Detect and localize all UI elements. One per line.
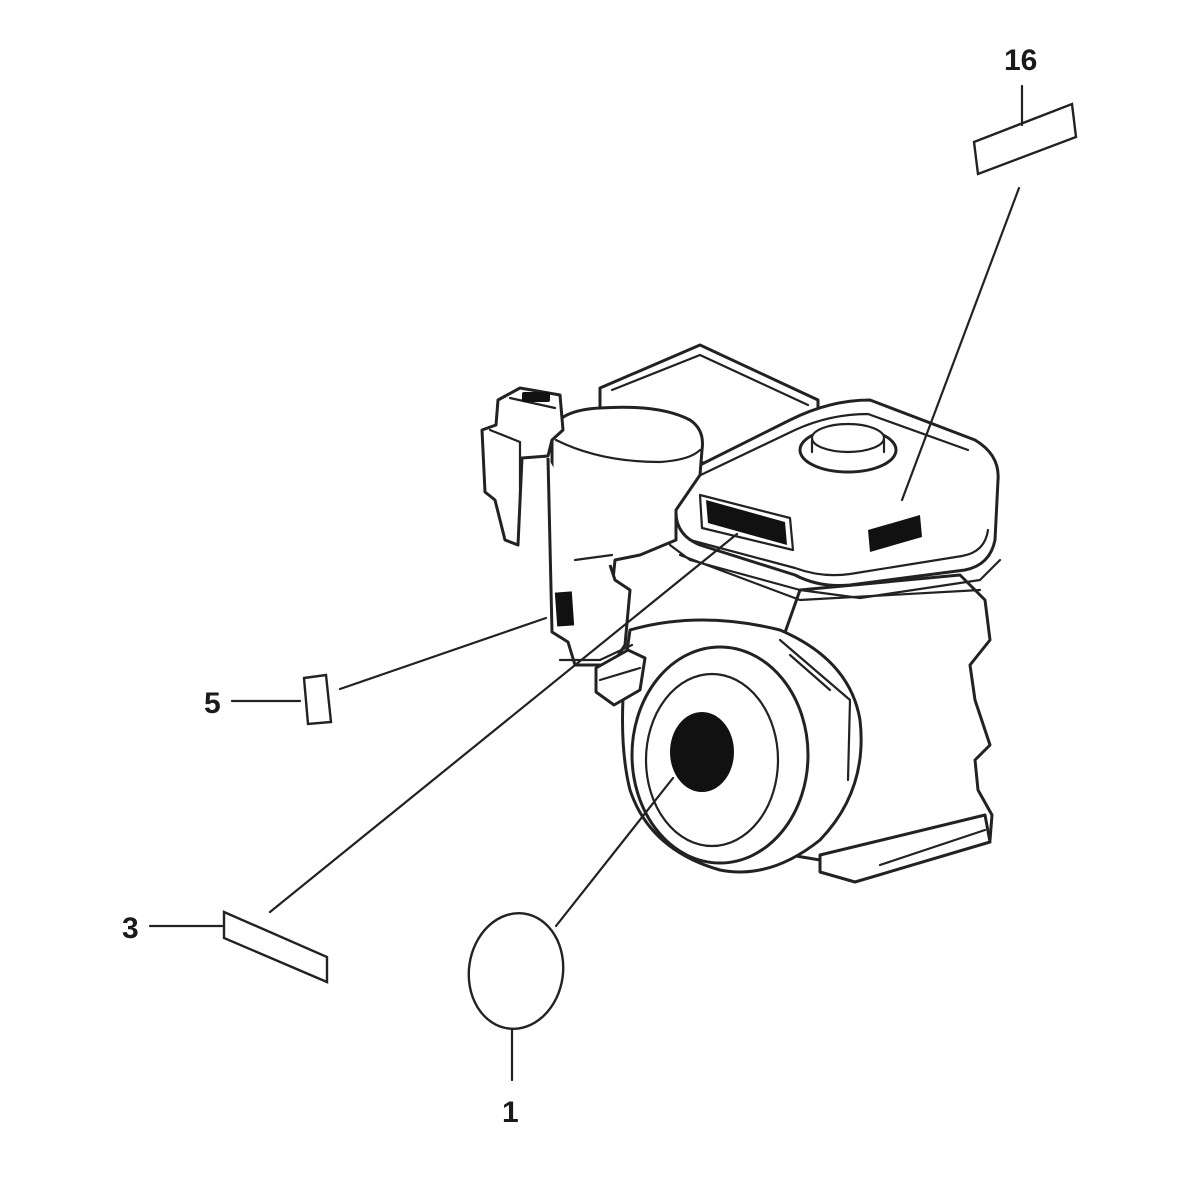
- leader-arrow-16: [900, 186, 1021, 502]
- leader-arrow-1: [554, 776, 675, 928]
- decal-parts: [222, 102, 1078, 1031]
- tank-decal-front: [706, 500, 787, 545]
- fuel-tank: [674, 398, 1000, 587]
- decal-part-5: [302, 673, 333, 726]
- decal-part-3: [222, 910, 329, 984]
- control-bracket: [480, 386, 565, 547]
- callout-1: 1: [502, 1096, 519, 1129]
- leader-arrow-3: [268, 532, 739, 914]
- starter-hub: [670, 712, 734, 792]
- callout-3: 3: [122, 912, 139, 945]
- starter-grip: [594, 648, 647, 707]
- air-cleaner-label: [554, 591, 575, 627]
- callout-16: 16: [1004, 44, 1037, 77]
- callout-numbers: 16 5 3 1: [122, 44, 1037, 1129]
- decal-part-16: [972, 102, 1078, 176]
- callout-5: 5: [204, 687, 221, 720]
- engine-drawing: [480, 343, 1002, 884]
- engine-base: [818, 813, 992, 884]
- leader-lines: [148, 84, 1024, 1082]
- leader-arrow-5: [338, 616, 548, 691]
- decal-part-1: [467, 911, 565, 1031]
- tank-decal-side: [868, 515, 922, 552]
